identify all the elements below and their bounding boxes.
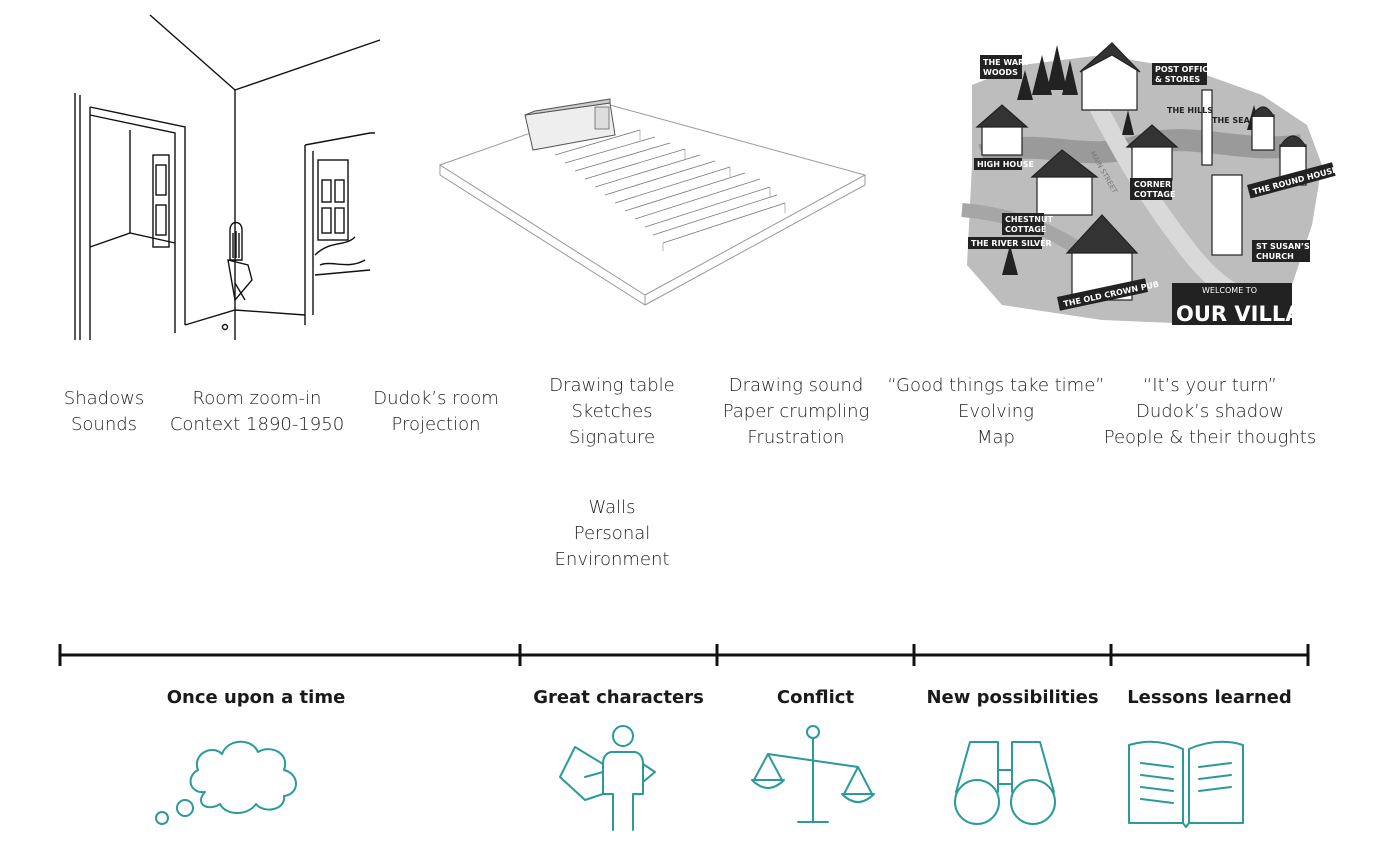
stage-label-new-possibilities: New possibilities (926, 687, 1099, 708)
map-label-corner-cottage: CORNER (1134, 180, 1171, 189)
svg-text:& STORES: & STORES (1155, 75, 1200, 84)
svg-text:WOODS: WOODS (983, 68, 1018, 77)
map-label-church: ST SUSAN’S (1256, 242, 1310, 251)
open-book-icon (1128, 740, 1244, 828)
note-room: Room zoom-in Context 1890-1950 (169, 388, 345, 435)
note-drawing-sound: Drawing sound Paper crumpling Frustratio… (722, 375, 870, 448)
room-sketch-image (74, 14, 381, 340)
cloud-icon (155, 740, 297, 825)
svg-text:COTTAGE: COTTAGE (1134, 190, 1175, 199)
stage-label-once-upon-a-time: Once upon a time (166, 687, 346, 708)
note-your-turn: “It’s your turn” Dudok’s shadow People &… (1103, 375, 1317, 448)
note-walls: Walls Personal Environment (554, 497, 670, 570)
map-label-sea: THE SEA (1212, 116, 1251, 125)
map-label-post-office: POST OFFICE (1155, 65, 1214, 74)
map-label-hills: THE HILLS (1167, 106, 1213, 115)
svg-text:COTTAGE: COTTAGE (1005, 225, 1046, 234)
svg-text:CHURCH: CHURCH (1256, 252, 1294, 261)
scale-icon (751, 725, 875, 823)
stage-label-conflict: Conflict (776, 687, 855, 708)
note-drawing-table: Drawing table Sketches Signature (549, 375, 675, 448)
map-label-high-house: HIGH HOUSE (977, 160, 1034, 169)
stage-label-great-characters: Great characters (533, 687, 704, 708)
note-dudok-room: Dudok’s room Projection (373, 388, 499, 435)
hero-icon (559, 725, 656, 831)
map-label-chestnut: CHESTNUT (1005, 215, 1053, 224)
village-map-image: THE WARY WOODS POST OFFICE & STORES THE … (961, 42, 1344, 326)
binoculars-icon (954, 741, 1056, 825)
map-label-river: THE RIVER SILVER (971, 239, 1052, 248)
map-label-welcome: WELCOME TO (1202, 286, 1257, 295)
stage-label-lessons-learned: Lessons learned (1127, 687, 1292, 708)
note-good-things: “Good things take time” Evolving Map (887, 375, 1105, 448)
map-label-wary-woods: THE WARY (983, 58, 1030, 67)
map-label-village: OUR VILLAGE (1176, 302, 1333, 326)
timeline-axis (58, 644, 1310, 666)
note-shadows: Shadows Sounds (63, 388, 145, 435)
drawing-table-render-image (438, 98, 867, 306)
